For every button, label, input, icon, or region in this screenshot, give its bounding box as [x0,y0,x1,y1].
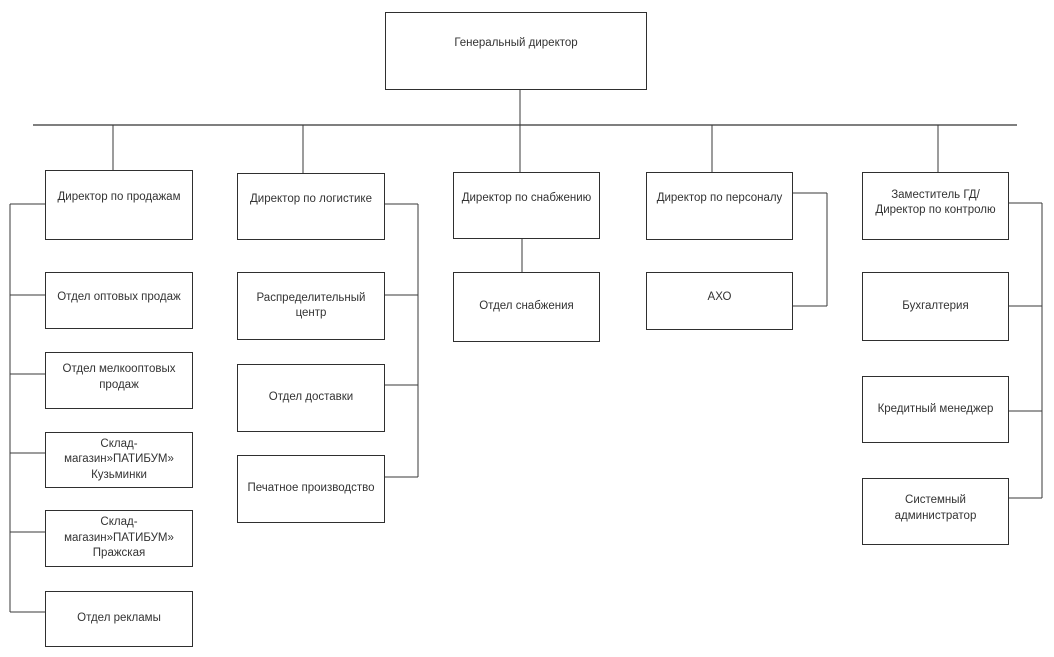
node-label: Распределительный центр [256,291,366,319]
node-label: Склад- магазин»ПАТИБУМ» Кузьминки [64,437,174,481]
node-label: АХО [707,291,732,304]
node-supply-dept: Отдел снабжения [453,272,600,342]
node-aho-dept: АХО [646,272,793,330]
node-warehouse-store-kuzminki: Склад- магазин»ПАТИБУМ» Кузьминки [45,432,193,488]
node-label: Директор по персоналу [656,192,783,205]
node-label: Заместитель ГД/ Директор по контролю [875,188,996,216]
node-advertising-dept: Отдел рекламы [45,591,193,647]
node-system-administrator: Системный администратор [862,478,1009,545]
node-label: Системный администратор [894,494,977,522]
node-distribution-center: Распределительный центр [237,272,385,340]
node-supply-director: Директор по снабжению [453,172,600,239]
node-label: Отдел рекламы [77,612,161,625]
node-label: Директор по логистике [250,192,372,205]
node-warehouse-store-prazhskaya: Склад- магазин»ПАТИБУМ» Пражская [45,510,193,567]
node-small-wholesale-sales-dept: Отдел мелкооптовых продаж [45,352,193,409]
node-label: Кредитный менеджер [877,402,994,415]
node-accounting: Бухгалтерия [862,272,1009,341]
node-delivery-dept: Отдел доставки [237,364,385,432]
node-label: Директор по продажам [57,191,181,204]
node-hr-director: Директор по персоналу [646,172,793,240]
node-label: Отдел оптовых продаж [57,290,181,303]
node-label: Склад- магазин»ПАТИБУМ» Пражская [64,516,174,560]
node-sales-director: Директор по продажам [45,170,193,240]
node-general-director: Генеральный директор [385,12,647,90]
node-print-production: Печатное производство [237,455,385,523]
node-label: Печатное производство [247,482,375,495]
node-label: Директор по снабжению [461,191,592,204]
node-logistics-director: Директор по логистике [237,173,385,240]
node-label: Генеральный директор [454,37,578,50]
node-label: Отдел снабжения [479,300,574,313]
node-label: Отдел доставки [268,391,354,404]
node-deputy-gd-control-director: Заместитель ГД/ Директор по контролю [862,172,1009,240]
node-label: Отдел мелкооптовых продаж [62,363,176,391]
node-credit-manager: Кредитный менеджер [862,376,1009,443]
node-label: Бухгалтерия [902,299,969,312]
node-wholesale-sales-dept: Отдел оптовых продаж [45,272,193,329]
